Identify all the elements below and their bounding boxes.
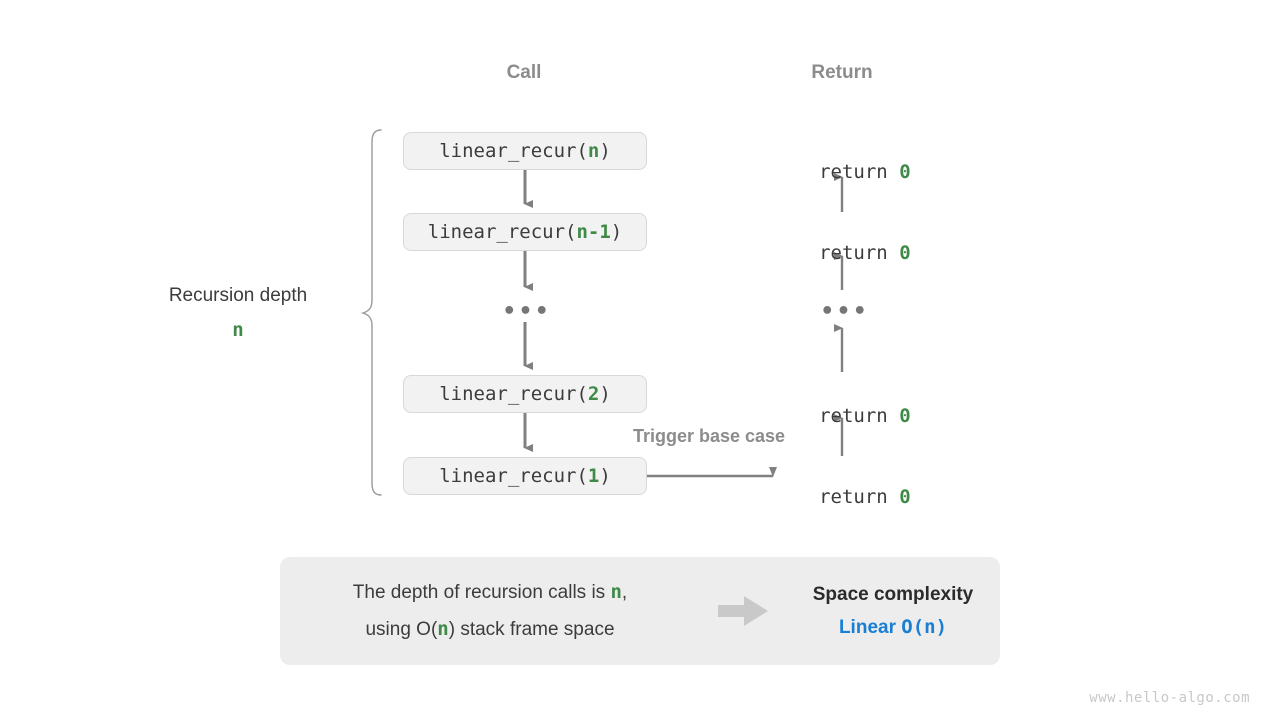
call-frame-suffix: ) (599, 383, 611, 405)
summary-line2-text-b: ) stack frame space (448, 619, 615, 640)
return-value: 0 (899, 161, 911, 183)
recursion-depth-value: n (232, 319, 244, 341)
summary-arrow-slot (700, 593, 786, 629)
call-frame-suffix: ) (599, 465, 611, 487)
return-value: 0 (899, 242, 911, 264)
call-frame-box[interactable]: linear_recur(n-1) (403, 213, 647, 251)
summary-description: The depth of recursion calls is n, using… (280, 574, 700, 648)
call-frame-prefix: linear_recur( (439, 465, 588, 487)
summary-line2-text-a: using O( (365, 619, 438, 640)
return-keyword: return (819, 405, 900, 427)
trigger-base-case-label: Trigger base case (632, 426, 786, 446)
call-frame-arg: 2 (587, 383, 600, 405)
summary-line1-text-a: The depth of recursion calls is (352, 581, 611, 603)
complexity-bigo: O(n) (901, 616, 948, 638)
return-value: 0 (899, 405, 911, 427)
return-keyword: return (819, 161, 900, 183)
call-frame-prefix: linear_recur( (427, 221, 577, 243)
call-frame-box[interactable]: linear_recur(n) (403, 132, 647, 170)
return-statement: return 0 (773, 464, 911, 530)
summary-conclusion: Space complexity Linear O(n) (786, 578, 1000, 645)
return-keyword: return (819, 242, 900, 264)
return-statement: return 0 (773, 139, 911, 205)
call-frame-arg: n-1 (576, 221, 611, 243)
call-frame-arg: n (587, 140, 600, 162)
watermark: www.hello-algo.com (1089, 690, 1250, 706)
summary-line1-text-b: , (621, 581, 628, 603)
return-statement: return 0 (773, 383, 911, 449)
call-frame-prefix: linear_recur( (439, 383, 588, 405)
space-complexity-value: Linear O(n) (786, 611, 1000, 644)
call-frame-suffix: ) (610, 221, 623, 243)
call-frame-box[interactable]: linear_recur(2) (403, 375, 647, 413)
return-ellipsis: ••• (820, 299, 870, 324)
column-header-return: Return (811, 62, 873, 83)
call-ellipsis: ••• (502, 299, 552, 324)
recursion-depth-text: Recursion depth (168, 285, 308, 306)
return-statement: return 0 (773, 220, 911, 286)
call-frame-prefix: linear_recur( (439, 140, 588, 162)
space-complexity-title: Space complexity (812, 583, 974, 605)
call-frame-arg: 1 (587, 465, 600, 487)
summary-line2-n: n (437, 618, 449, 640)
call-frame-box[interactable]: linear_recur(1) (403, 457, 647, 495)
recursion-depth-brace (360, 129, 382, 496)
call-frame-suffix: ) (599, 140, 611, 162)
complexity-word: Linear (838, 617, 896, 638)
summary-panel: The depth of recursion calls is n, using… (280, 557, 1000, 665)
summary-line1-n: n (610, 580, 622, 603)
return-value: 0 (899, 486, 911, 508)
recursion-depth-label: Recursion depth n (169, 285, 307, 341)
right-block-arrow-icon (718, 596, 768, 626)
column-header-call: Call (506, 62, 542, 83)
return-keyword: return (819, 486, 900, 508)
